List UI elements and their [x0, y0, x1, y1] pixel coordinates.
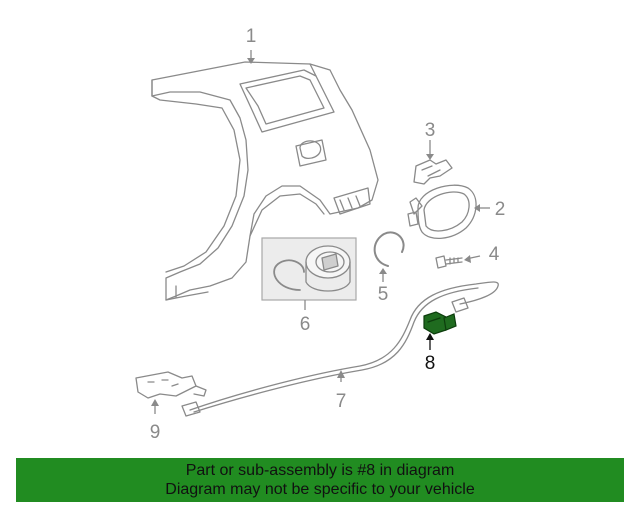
hinge-part-3 — [413, 159, 453, 185]
lever-bracket-part-9 — [135, 371, 207, 399]
screw-part-4 — [435, 255, 463, 269]
callout-5: 5 — [378, 284, 389, 305]
callout-7: 7 — [336, 391, 347, 412]
callout-8: 8 — [425, 353, 436, 374]
arrowhead-1 — [247, 58, 255, 64]
callout-2: 2 — [495, 199, 506, 220]
arrowhead-8 — [426, 333, 434, 340]
retainer-ring-part-5 — [373, 231, 405, 267]
info-banner: Part or sub-assembly is #8 in diagram Di… — [16, 458, 624, 502]
banner-line-disclaimer: Diagram may not be specific to your vehi… — [165, 481, 475, 498]
quarter-panel-part-1 — [151, 61, 379, 301]
arrowhead-4 — [464, 255, 471, 263]
callout-6: 6 — [300, 314, 311, 335]
parts-diagram: 1 3 2 5 4 6 — [135, 26, 506, 443]
banner-line-part-number: Part or sub-assembly is #8 in diagram — [185, 462, 455, 479]
release-cable-part-7 — [181, 281, 499, 417]
actuator-part-8 — [423, 311, 457, 335]
callout-4: 4 — [489, 244, 500, 265]
callout-1: 1 — [246, 26, 257, 47]
arrowhead-5 — [379, 268, 387, 274]
callout-9: 9 — [150, 422, 161, 443]
arrowhead-9 — [151, 399, 159, 406]
arrowhead-3 — [426, 154, 434, 160]
fuel-door-part-2 — [407, 184, 477, 239]
arrowhead-7 — [337, 370, 345, 378]
arrowhead-2 — [474, 204, 480, 212]
callout-3: 3 — [425, 120, 436, 141]
filler-housing-group-part-6 — [261, 237, 357, 301]
